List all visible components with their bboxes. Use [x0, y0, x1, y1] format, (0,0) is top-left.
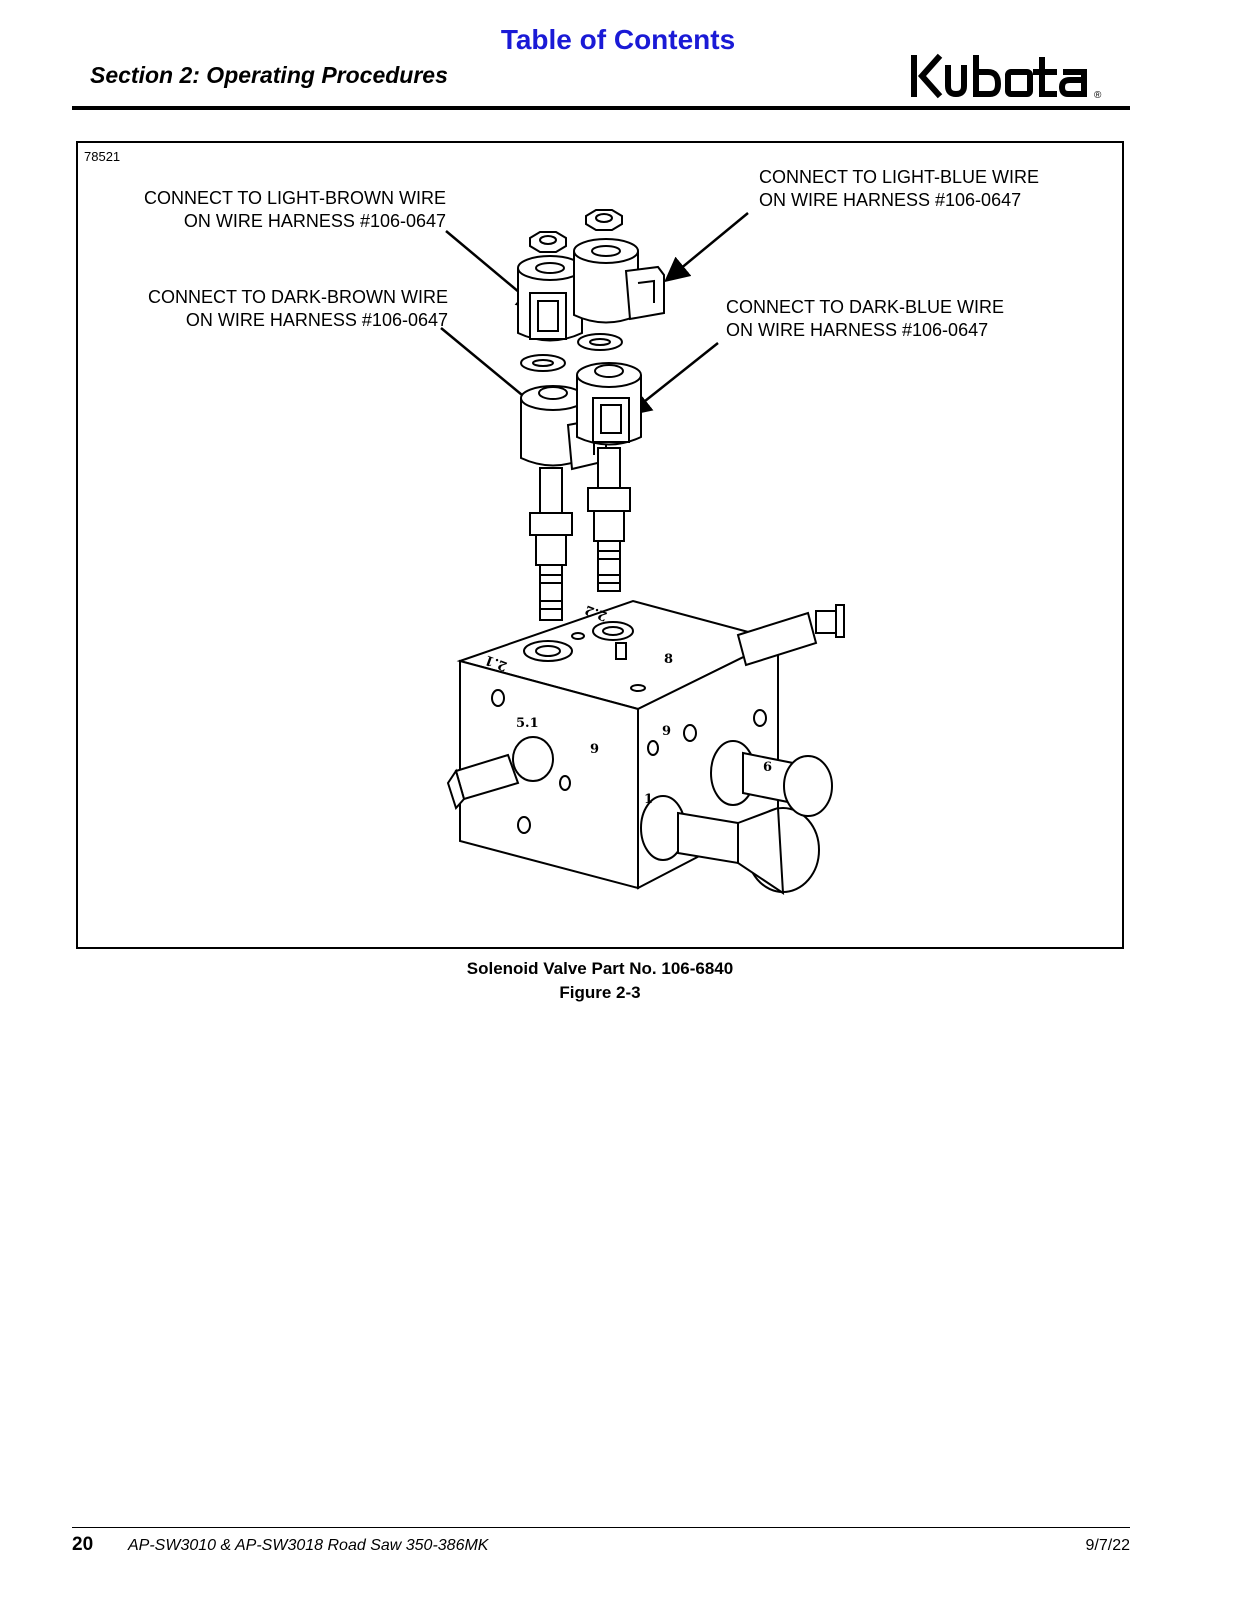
port-label-6: 6 — [763, 760, 772, 775]
fitting-right-valve — [736, 604, 845, 667]
caption-figure-number: Figure 2-3 — [559, 983, 641, 1002]
arrow-dark-blue — [626, 342, 719, 417]
port-label-5-1: 5.1 — [516, 716, 539, 731]
washer-right — [577, 333, 623, 351]
fitting-left-plug — [446, 736, 554, 810]
callout-dark-blue-line2: ON WIRE HARNESS #106-0647 — [726, 320, 989, 340]
fitting-upper-plug — [710, 740, 833, 817]
fitting-lower-plug — [640, 795, 820, 895]
registered-mark: ® — [1094, 90, 1102, 101]
callout-light-blue-line2: ON WIRE HARNESS #106-0647 — [759, 190, 1022, 210]
coil-lower-right — [576, 362, 642, 446]
port-label-9a: 9 — [590, 742, 599, 757]
section-title: Section 2: Operating Procedures — [90, 62, 448, 88]
callout-light-blue-line1: CONNECT TO LIGHT-BLUE WIRE — [759, 167, 1040, 187]
port-label-9b: 9 — [662, 724, 671, 739]
callout-dark-brown-line1: CONNECT TO DARK-BROWN WIRE — [148, 287, 449, 307]
callout-dark-brown: CONNECT TO DARK-BROWN WIRE ON WIRE HARNE… — [148, 286, 448, 332]
callout-light-brown: CONNECT TO LIGHT-BROWN WIRE ON WIRE HARN… — [144, 187, 446, 233]
table-of-contents-link[interactable]: Table of Contents — [500, 24, 736, 55]
coil-upper-right — [573, 238, 665, 324]
figure-frame: 78521 CONNECT TO LIGHT-BROWN WIRE ON WIR… — [76, 141, 1124, 949]
cartridge-left — [529, 467, 573, 621]
solenoid-valve-drawing: 5.1 9 9 6 1 8 2.1 2.2 — [440, 209, 845, 895]
port-label-2-1: 2.1 — [483, 652, 509, 674]
callout-light-blue: CONNECT TO LIGHT-BLUE WIRE ON WIRE HARNE… — [759, 166, 1039, 212]
footer-date: 9/7/22 — [1085, 1537, 1130, 1554]
figure-id: 78521 — [84, 149, 121, 164]
footer-divider — [72, 1527, 1130, 1528]
manual-title: AP-SW3010 & AP-SW3018 Road Saw 350-386MK — [128, 1537, 489, 1554]
callout-light-brown-line2: ON WIRE HARNESS #106-0647 — [183, 211, 447, 231]
kubota-logo: ® — [911, 53, 1102, 101]
washer-left — [520, 354, 566, 372]
port-label-1: 1 — [644, 792, 653, 807]
port-label-2-2: 2.2 — [583, 602, 609, 624]
callout-dark-brown-line2: ON WIRE HARNESS #106-0647 — [185, 310, 449, 330]
nut-right — [585, 209, 623, 231]
arrow-light-blue — [664, 212, 749, 283]
port-label-8: 8 — [664, 652, 673, 667]
figure-caption: Solenoid Valve Part No. 106-6840 Figure … — [0, 957, 1200, 1005]
caption-part-number: Solenoid Valve Part No. 106-6840 — [466, 959, 734, 978]
cartridge-right — [587, 447, 631, 592]
coil-upper-left — [517, 255, 583, 342]
callout-dark-blue-line1: CONNECT TO DARK-BLUE WIRE — [726, 297, 1005, 317]
nut-left — [529, 231, 567, 253]
callout-dark-blue: CONNECT TO DARK-BLUE WIRE ON WIRE HARNES… — [726, 296, 1004, 342]
header-divider — [72, 106, 1130, 110]
page-number: 20 — [72, 1534, 94, 1555]
callout-light-brown-line1: CONNECT TO LIGHT-BROWN WIRE — [144, 188, 447, 208]
